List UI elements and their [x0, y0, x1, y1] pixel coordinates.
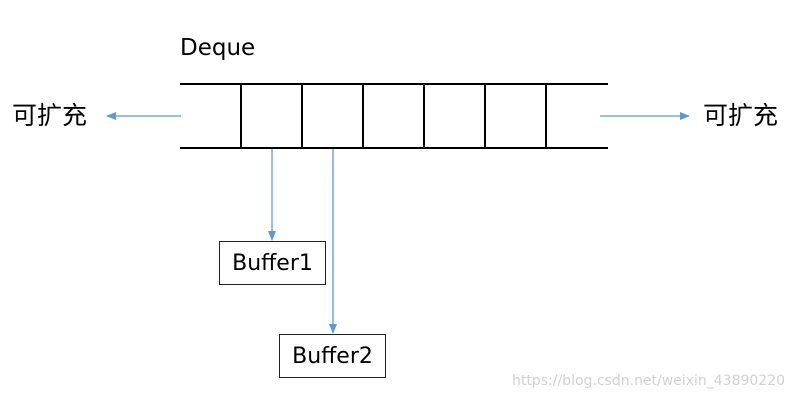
- deque-title: Deque: [180, 35, 256, 61]
- watermark-text: https://blog.csdn.net/weixin_43890220: [512, 373, 786, 389]
- buffer1-label: Buffer1: [232, 250, 313, 276]
- expand-left-label: 可扩充: [12, 101, 88, 130]
- buffer1-box: Buffer1: [219, 241, 326, 285]
- buffer2-label: Buffer2: [292, 343, 373, 369]
- buffer2-box: Buffer2: [279, 334, 386, 378]
- expand-right-label: 可扩充: [703, 101, 779, 130]
